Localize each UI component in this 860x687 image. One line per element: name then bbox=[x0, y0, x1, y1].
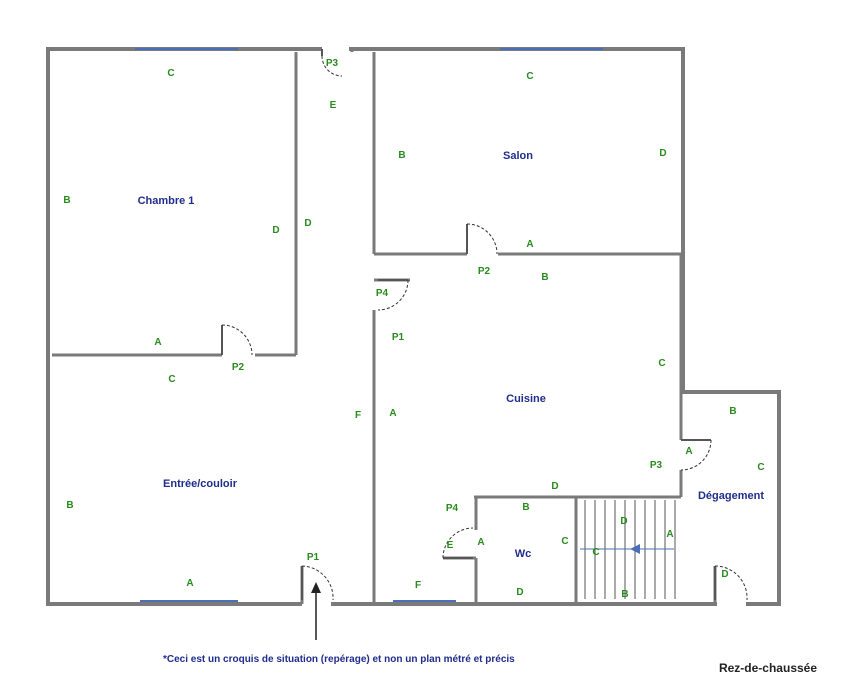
wall-label: B bbox=[63, 195, 70, 206]
wall-label: D bbox=[659, 148, 666, 159]
outer-walls bbox=[46, 47, 781, 606]
door-label: P2 bbox=[478, 266, 491, 277]
wall-label: C bbox=[561, 536, 568, 547]
wall-label: F bbox=[355, 410, 361, 421]
wall-label: B bbox=[621, 589, 628, 600]
wall-label: C bbox=[168, 374, 175, 385]
door-label: P2 bbox=[232, 362, 245, 373]
doors bbox=[221, 49, 748, 601]
wall-label: A bbox=[477, 537, 484, 548]
wall-label: B bbox=[541, 272, 548, 283]
wall-label: A bbox=[526, 239, 533, 250]
door-label: P1 bbox=[392, 332, 405, 343]
wall-label: A bbox=[154, 337, 161, 348]
door-label: P1 bbox=[307, 552, 320, 563]
wall-labels: C B D A E D F C B D A C B A B C A D F B … bbox=[63, 68, 764, 600]
windows bbox=[135, 48, 603, 602]
wall-label: F bbox=[415, 580, 421, 591]
wall-label: B bbox=[66, 500, 73, 511]
room-salon: Salon bbox=[503, 150, 533, 162]
wall-label: C bbox=[167, 68, 174, 79]
wall-label: B bbox=[398, 150, 405, 161]
wall-label: A bbox=[666, 529, 673, 540]
wall-label: B bbox=[522, 502, 529, 513]
wall-label: D bbox=[620, 516, 627, 527]
door-labels: P3 P2 P2 P4 P1 P1 P3 P4 bbox=[232, 58, 663, 563]
stair-arrow-icon bbox=[630, 544, 640, 554]
wall-label: C bbox=[592, 547, 599, 558]
wall-label: D bbox=[272, 225, 279, 236]
room-cuisine: Cuisine bbox=[506, 393, 546, 405]
door-label: P4 bbox=[376, 288, 389, 299]
door-label: P3 bbox=[650, 460, 663, 471]
wall-label: D bbox=[304, 218, 311, 229]
interior-walls bbox=[52, 49, 717, 604]
door-label: P4 bbox=[446, 503, 459, 514]
room-degagement: Dégagement bbox=[698, 490, 764, 502]
staircase bbox=[580, 500, 676, 599]
door-label: P3 bbox=[326, 58, 339, 69]
wall-label: C bbox=[757, 462, 764, 473]
wall-label: B bbox=[729, 406, 736, 417]
room-wc: Wc bbox=[515, 548, 532, 560]
room-entree: Entrée/couloir bbox=[163, 478, 238, 490]
wall-label: A bbox=[389, 408, 396, 419]
wall-label: C bbox=[658, 358, 665, 369]
disclaimer-note: *Ceci est un croquis de situation (repér… bbox=[163, 654, 515, 665]
wall-label: A bbox=[186, 578, 193, 589]
room-names: Chambre 1 Salon Entrée/couloir Cuisine W… bbox=[138, 150, 765, 560]
wall-label: E bbox=[330, 100, 337, 111]
wall-label: D bbox=[516, 587, 523, 598]
level-label: Rez-de-chaussée bbox=[719, 661, 817, 675]
wall-label: D bbox=[551, 481, 558, 492]
wall-label: E bbox=[447, 540, 454, 551]
wall-label: D bbox=[721, 569, 728, 580]
room-chambre1: Chambre 1 bbox=[138, 195, 195, 207]
pointer-arrow bbox=[311, 582, 321, 640]
wall-label: C bbox=[526, 71, 533, 82]
wall-label: A bbox=[685, 446, 692, 457]
